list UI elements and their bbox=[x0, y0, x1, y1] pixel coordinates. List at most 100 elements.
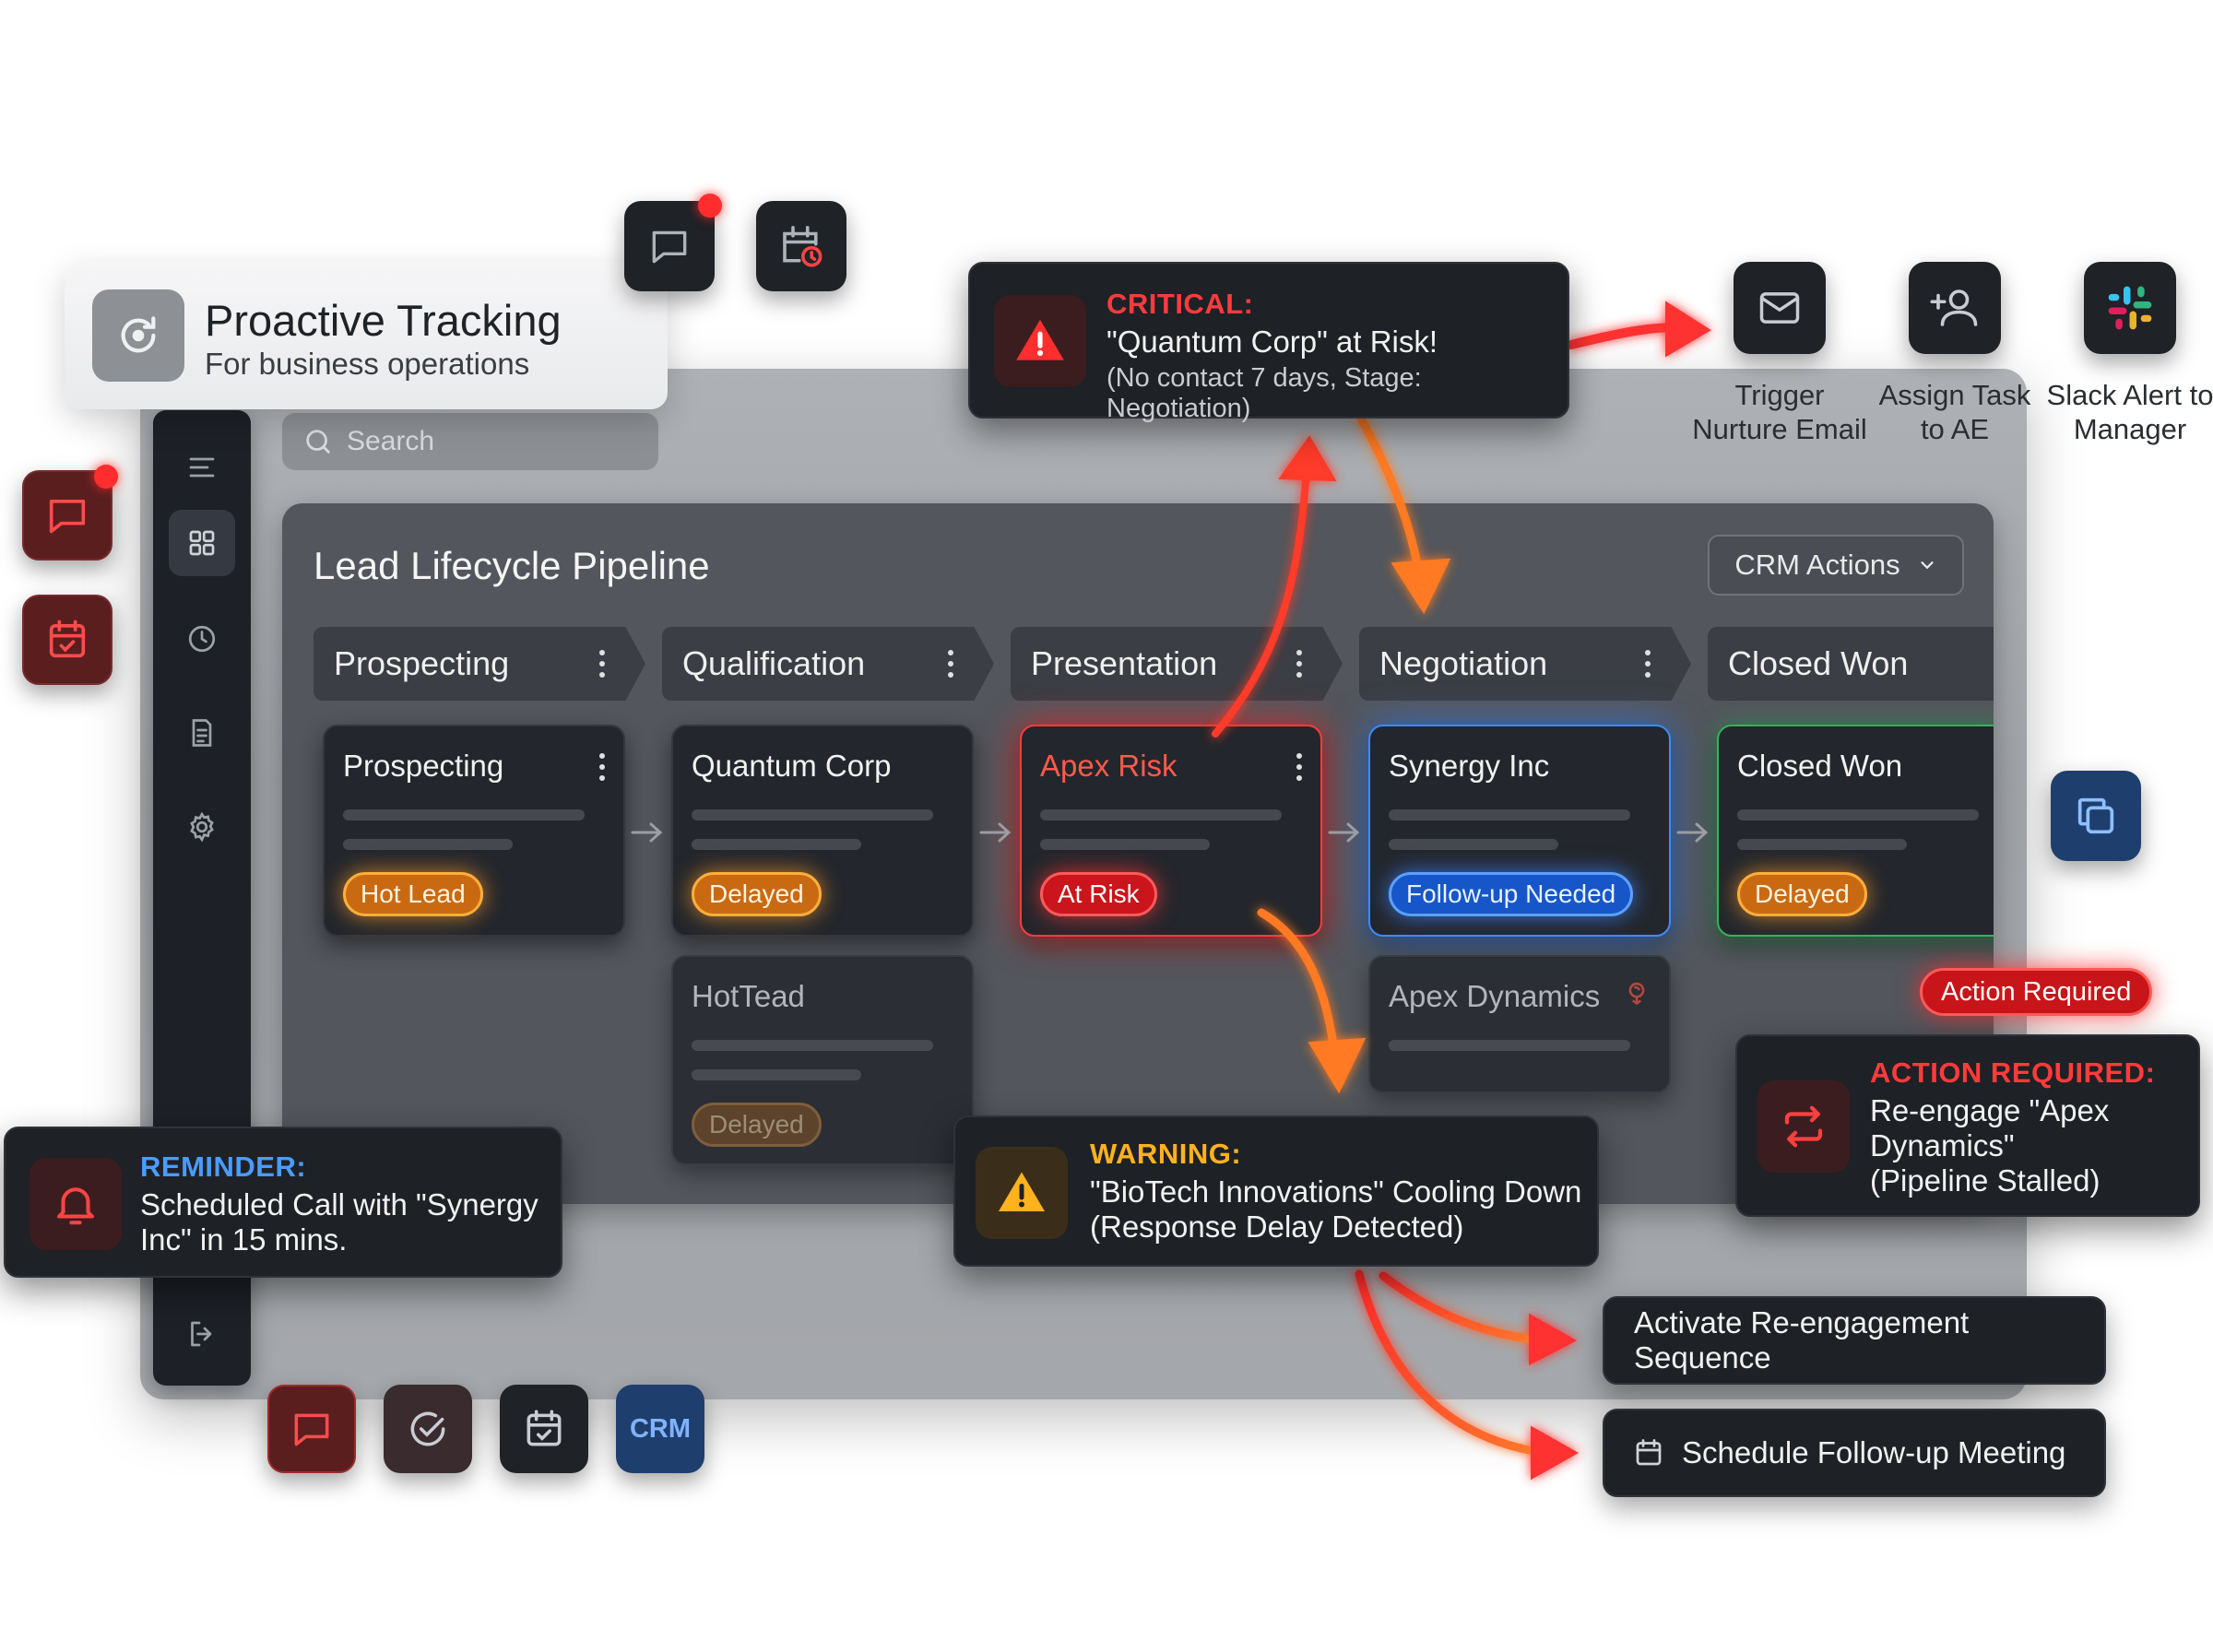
search-input[interactable]: Search bbox=[282, 413, 658, 470]
stage-presentation[interactable]: Presentation bbox=[1011, 627, 1343, 701]
deal-card[interactable]: Apex Dynamics bbox=[1368, 955, 1671, 1093]
user-plus-icon bbox=[1930, 283, 1980, 333]
check-circle-icon bbox=[405, 1406, 451, 1452]
kebab-icon[interactable] bbox=[946, 645, 955, 682]
card-title: Prospecting bbox=[343, 749, 504, 783]
warning-triangle-icon bbox=[994, 295, 1086, 387]
calendar-icon bbox=[1632, 1436, 1665, 1469]
stage-label: Negotiation bbox=[1379, 644, 1548, 682]
alert-label: REMINDER: bbox=[140, 1150, 307, 1183]
grid-icon[interactable] bbox=[169, 510, 235, 576]
warning-triangle-icon bbox=[976, 1147, 1068, 1239]
search-icon bbox=[302, 426, 334, 457]
crm-actions-dropdown[interactable]: CRM Actions bbox=[1708, 535, 1964, 596]
menu-icon[interactable] bbox=[169, 434, 235, 501]
kebab-icon[interactable] bbox=[1295, 750, 1304, 784]
label-line: Trigger bbox=[1734, 379, 1825, 411]
copy-button[interactable] bbox=[2051, 771, 2141, 861]
deal-card[interactable]: HotTead Delayed bbox=[671, 955, 974, 1165]
search-placeholder: Search bbox=[347, 426, 435, 456]
reminder-alert[interactable]: REMINDER: Scheduled Call with "Synergy I… bbox=[4, 1127, 562, 1278]
deal-card[interactable]: Closed Won Delayed bbox=[1717, 725, 1994, 937]
chat-button[interactable] bbox=[624, 194, 722, 291]
alert-text: "BioTech Innovations" Cooling Down bbox=[1090, 1174, 1582, 1209]
placeholder-line bbox=[1737, 809, 1979, 820]
card-title: Apex Risk bbox=[1040, 749, 1178, 783]
kebab-icon[interactable] bbox=[598, 645, 607, 682]
alert-label: ACTION REQUIRED: bbox=[1870, 1056, 2156, 1089]
stage-closed-won[interactable]: Closed Won bbox=[1708, 627, 1994, 701]
clock-icon[interactable] bbox=[169, 606, 235, 672]
calendar-check-icon bbox=[43, 616, 91, 664]
assign-task-label: Assign Task to AE bbox=[1863, 378, 2047, 446]
card-title: HotTead bbox=[692, 979, 805, 1013]
arrow-right-icon bbox=[1326, 819, 1363, 846]
alert-line: Dynamics" bbox=[1870, 1128, 2015, 1162]
stage-qualification[interactable]: Qualification bbox=[662, 627, 994, 701]
alert-label: WARNING: bbox=[1090, 1138, 1242, 1170]
stage-label: Prospecting bbox=[334, 644, 510, 682]
copy-icon bbox=[2072, 792, 2120, 840]
chat-button[interactable] bbox=[267, 1385, 356, 1473]
button-label: Schedule Follow-up Meeting bbox=[1682, 1435, 2066, 1469]
crm-button[interactable]: CRM bbox=[616, 1385, 704, 1473]
placeholder-line bbox=[1389, 839, 1558, 850]
document-icon[interactable] bbox=[169, 700, 235, 766]
gear-icon[interactable] bbox=[169, 794, 235, 860]
chevron-down-icon bbox=[1917, 555, 1937, 575]
logout-icon[interactable] bbox=[169, 1301, 235, 1367]
critical-alert[interactable]: CRITICAL: "Quantum Corp" at Risk! (No co… bbox=[968, 262, 1569, 423]
placeholder-line bbox=[692, 1069, 861, 1080]
card-title: Closed Won bbox=[1737, 749, 1903, 783]
calendar-clock-button[interactable] bbox=[756, 201, 846, 291]
stage-prospecting[interactable]: Prospecting bbox=[314, 627, 645, 701]
placeholder-line bbox=[1389, 809, 1630, 820]
placeholder-line bbox=[343, 809, 585, 820]
schedule-follow-up-button[interactable]: Schedule Follow-up Meeting bbox=[1603, 1409, 2106, 1497]
calendar-button[interactable] bbox=[22, 595, 112, 685]
slack-alert-button[interactable] bbox=[2084, 262, 2176, 354]
pipeline-title: Lead Lifecycle Pipeline bbox=[314, 544, 710, 587]
activate-reengagement-button[interactable]: Activate Re-engagement Sequence bbox=[1603, 1296, 2106, 1385]
button-label: Activate Re-engagement Sequence bbox=[1634, 1305, 1970, 1375]
stage-negotiation[interactable]: Negotiation bbox=[1359, 627, 1691, 701]
status-badge: Delayed bbox=[692, 872, 822, 916]
deal-card[interactable]: Prospecting Hot Lead bbox=[323, 725, 625, 937]
placeholder-line bbox=[343, 839, 513, 850]
placeholder-line bbox=[692, 809, 933, 820]
mail-icon bbox=[1756, 284, 1804, 332]
warning-alert[interactable]: WARNING: "BioTech Innovations" Cooling D… bbox=[953, 1115, 1599, 1267]
kebab-icon[interactable] bbox=[598, 750, 607, 784]
alert-detail: (Response Delay Detected) bbox=[1090, 1210, 1464, 1244]
placeholder-line bbox=[1737, 839, 1907, 850]
header-card: Proactive Tracking For business operatio… bbox=[65, 262, 668, 409]
arrow-critical-to-email bbox=[1567, 322, 1701, 349]
alert-detail: (No contact 7 days, Stage: Negotiation) bbox=[1106, 363, 1422, 423]
alert-text: "Quantum Corp" at Risk! bbox=[1106, 324, 1438, 359]
placeholder-line bbox=[1040, 839, 1210, 850]
deal-card-at-risk[interactable]: Apex Risk At Risk bbox=[1020, 725, 1322, 937]
label-line: Slack Alert to bbox=[2046, 379, 2213, 411]
arrowhead bbox=[1531, 1425, 1580, 1481]
kebab-icon[interactable] bbox=[1643, 645, 1652, 682]
pipeline-board: Lead Lifecycle Pipeline CRM Actions Pros… bbox=[282, 503, 1994, 1204]
trigger-email-button[interactable] bbox=[1734, 262, 1826, 354]
kebab-icon[interactable] bbox=[1295, 645, 1304, 682]
trigger-email-label: Trigger Nurture Email bbox=[1687, 378, 1872, 446]
task-done-button[interactable] bbox=[384, 1385, 472, 1473]
status-badge: Follow-up Needed bbox=[1389, 872, 1634, 916]
chat-button[interactable] bbox=[22, 465, 118, 560]
action-required-alert[interactable]: ACTION REQUIRED: Re-engage "Apex Dynamic… bbox=[1735, 1034, 2200, 1217]
label-line: to AE bbox=[1920, 413, 1990, 446]
bell-icon bbox=[30, 1158, 122, 1250]
chat-icon bbox=[289, 1406, 335, 1452]
card-title: Quantum Corp bbox=[692, 749, 892, 783]
assign-task-button[interactable] bbox=[1909, 262, 2001, 354]
deal-card[interactable]: Quantum Corp Delayed bbox=[671, 725, 974, 937]
chat-icon bbox=[646, 223, 692, 269]
calendar-button[interactable] bbox=[500, 1385, 588, 1473]
status-badge: Hot Lead bbox=[343, 872, 483, 916]
slack-alert-label: Slack Alert to Manager bbox=[2038, 378, 2213, 446]
label-line: Nurture Email bbox=[1692, 413, 1867, 446]
deal-card[interactable]: Synergy Inc Follow-up Needed bbox=[1368, 725, 1671, 937]
